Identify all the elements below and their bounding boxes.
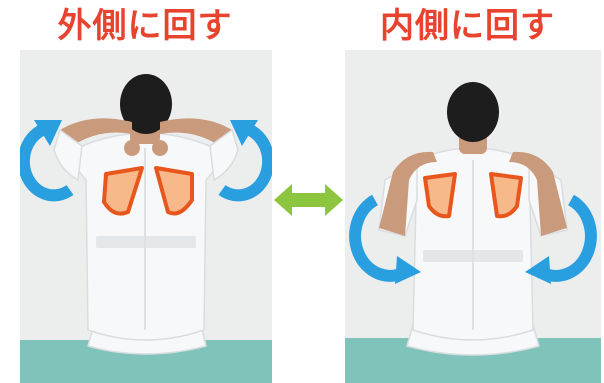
head-hair — [120, 74, 172, 134]
right-arm — [160, 118, 232, 146]
left-sleeve — [53, 128, 83, 182]
left-rotation-arrow-icon — [349, 194, 421, 284]
right-rotation-arrow-icon — [525, 194, 597, 284]
head-hair — [447, 82, 499, 142]
left-shoulder-blade-icon — [102, 166, 144, 216]
panel-inward-photo — [345, 50, 601, 383]
left-arm — [60, 118, 132, 146]
title-outward-rotation: 外側に回す — [57, 6, 233, 46]
right-rotation-arrow-icon — [218, 120, 272, 202]
left-rotation-arrow-icon — [20, 120, 74, 202]
title-inward-rotation: 内側に回す — [380, 6, 555, 46]
right-forearm — [509, 151, 567, 236]
double-headed-arrow-icon — [272, 180, 345, 220]
right-sleeve — [209, 128, 239, 182]
left-shoulder-blade-icon — [423, 172, 457, 219]
right-shoulder-blade-icon — [154, 166, 194, 216]
left-forearm — [379, 151, 437, 236]
right-shoulder-blade-icon — [489, 172, 523, 219]
panel-outward-photo — [20, 50, 272, 383]
